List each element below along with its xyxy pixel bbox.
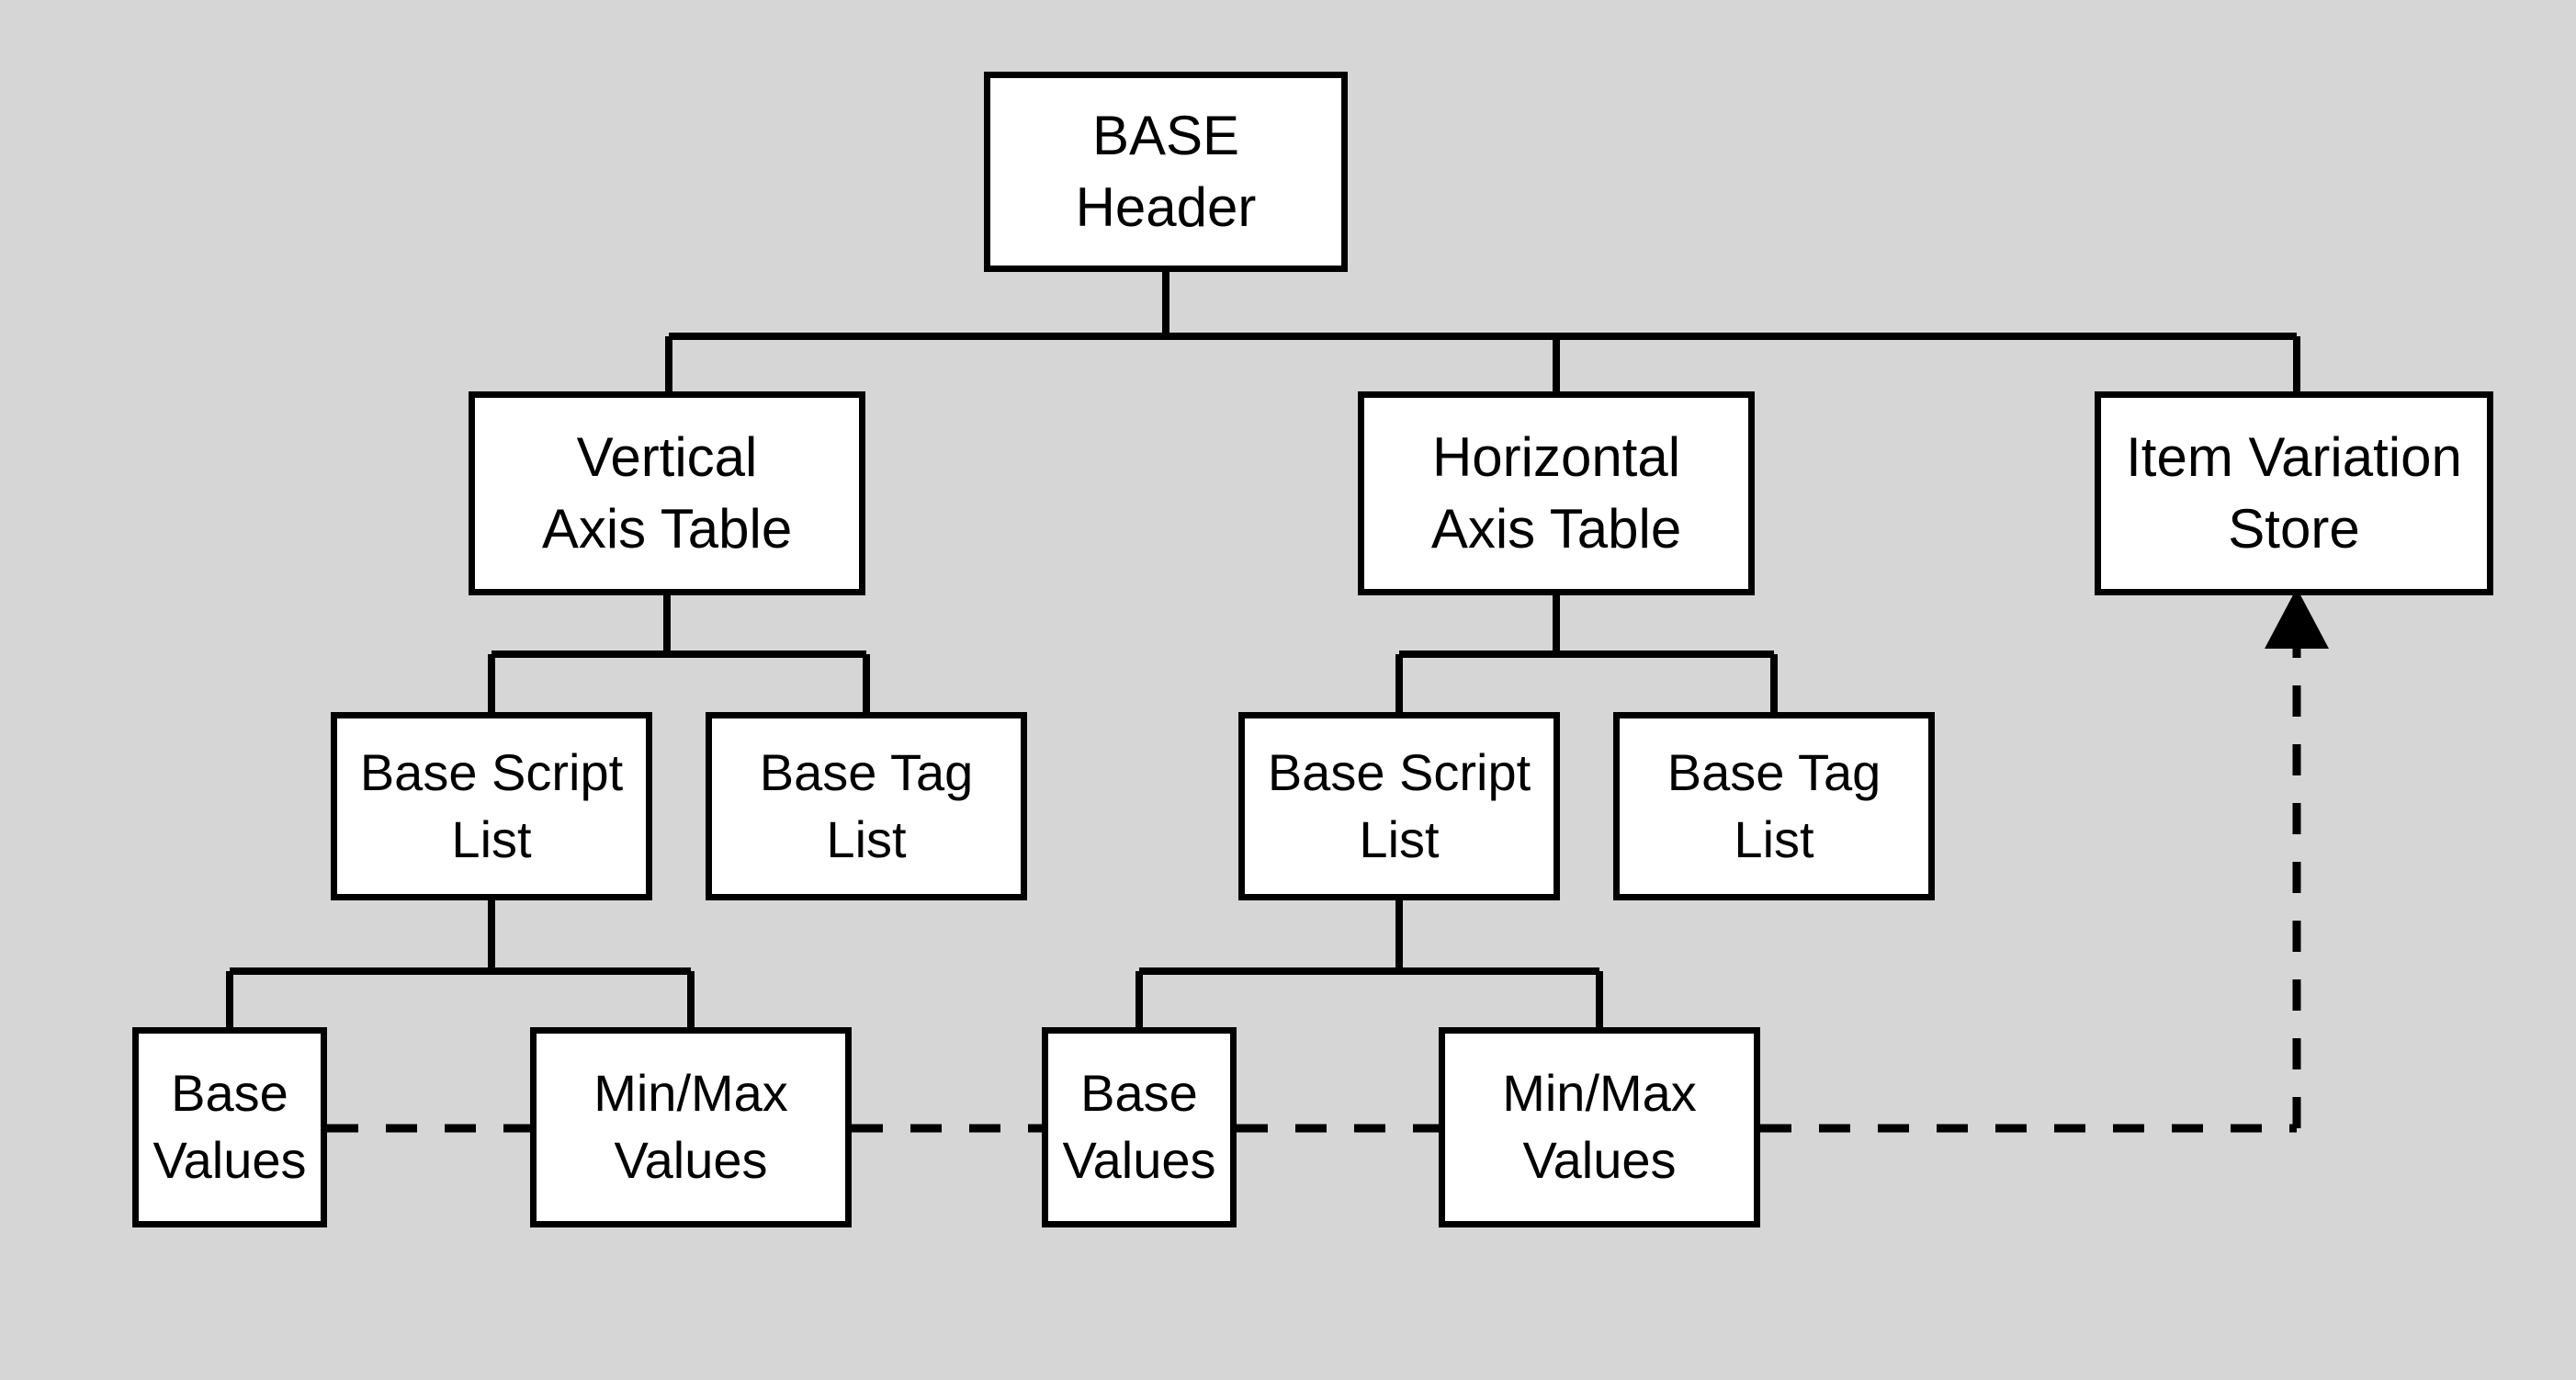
node-base-script-list-horizontal-line2: List (1359, 809, 1440, 868)
node-base-values-horizontal-line2: Values (1062, 1131, 1216, 1189)
node-base-header-line1: BASE (1091, 105, 1240, 166)
connector-base-script-right-children (1135, 900, 1603, 1027)
node-minmax-values-vertical[interactable]: Min/Max Values (530, 1027, 852, 1227)
node-base-tag-list-horizontal-line1: Base Tag (1666, 742, 1881, 801)
node-item-variation-store-line1: Item Variation (2126, 426, 2462, 488)
node-base-script-list-vertical[interactable]: Base Script List (331, 712, 652, 900)
node-horizontal-axis-table-line2: Axis Table (1430, 498, 1682, 560)
node-base-tag-list-horizontal-line2: List (1734, 809, 1814, 868)
node-base-script-list-vertical-line1: Base Script (359, 742, 624, 801)
node-minmax-values-horizontal-line2: Values (1522, 1131, 1677, 1189)
node-base-values-vertical-line2: Values (153, 1131, 307, 1189)
node-horizontal-axis-table[interactable]: Horizontal Axis Table (1358, 391, 1755, 595)
connector-base-script-left-children (226, 900, 695, 1027)
node-base-script-list-vertical-line2: List (451, 809, 532, 868)
node-vertical-axis-table-line2: Axis Table (541, 498, 793, 560)
node-base-values-horizontal[interactable]: Base Values (1042, 1027, 1237, 1227)
node-minmax-values-horizontal[interactable]: Min/Max Values (1439, 1027, 1760, 1227)
connector-root-to-level2 (665, 272, 2300, 391)
node-base-script-list-horizontal[interactable]: Base Script List (1238, 712, 1560, 900)
node-item-variation-store[interactable]: Item Variation Store (2095, 391, 2493, 595)
node-base-values-vertical-line1: Base (171, 1064, 288, 1123)
node-base-values-vertical[interactable]: Base Values (132, 1027, 327, 1227)
node-base-tag-list-vertical-line2: List (826, 809, 907, 868)
node-base-values-horizontal-line1: Base (1080, 1064, 1198, 1123)
connector-horizontal-axis-children (1395, 595, 1778, 712)
node-minmax-values-vertical-line1: Min/Max (593, 1064, 788, 1123)
connector-vertical-axis-children (488, 595, 870, 712)
node-minmax-values-horizontal-line1: Min/Max (1502, 1064, 1697, 1123)
node-base-tag-list-horizontal[interactable]: Base Tag List (1613, 712, 1935, 900)
node-base-tag-list-vertical-line1: Base Tag (759, 742, 974, 801)
node-base-script-list-horizontal-line1: Base Script (1267, 742, 1531, 801)
node-horizontal-axis-table-line1: Horizontal (1431, 426, 1681, 488)
node-base-header-line2: Header (1075, 176, 1257, 238)
node-base-header[interactable]: BASE Header (984, 72, 1348, 272)
node-vertical-axis-table[interactable]: Vertical Axis Table (469, 391, 865, 595)
node-minmax-values-vertical-line2: Values (614, 1131, 768, 1189)
node-item-variation-store-line2: Store (2228, 498, 2360, 560)
node-vertical-axis-table-line1: Vertical (576, 426, 758, 488)
node-base-tag-list-vertical[interactable]: Base Tag List (706, 712, 1027, 900)
arrowhead-icon (2265, 588, 2329, 649)
